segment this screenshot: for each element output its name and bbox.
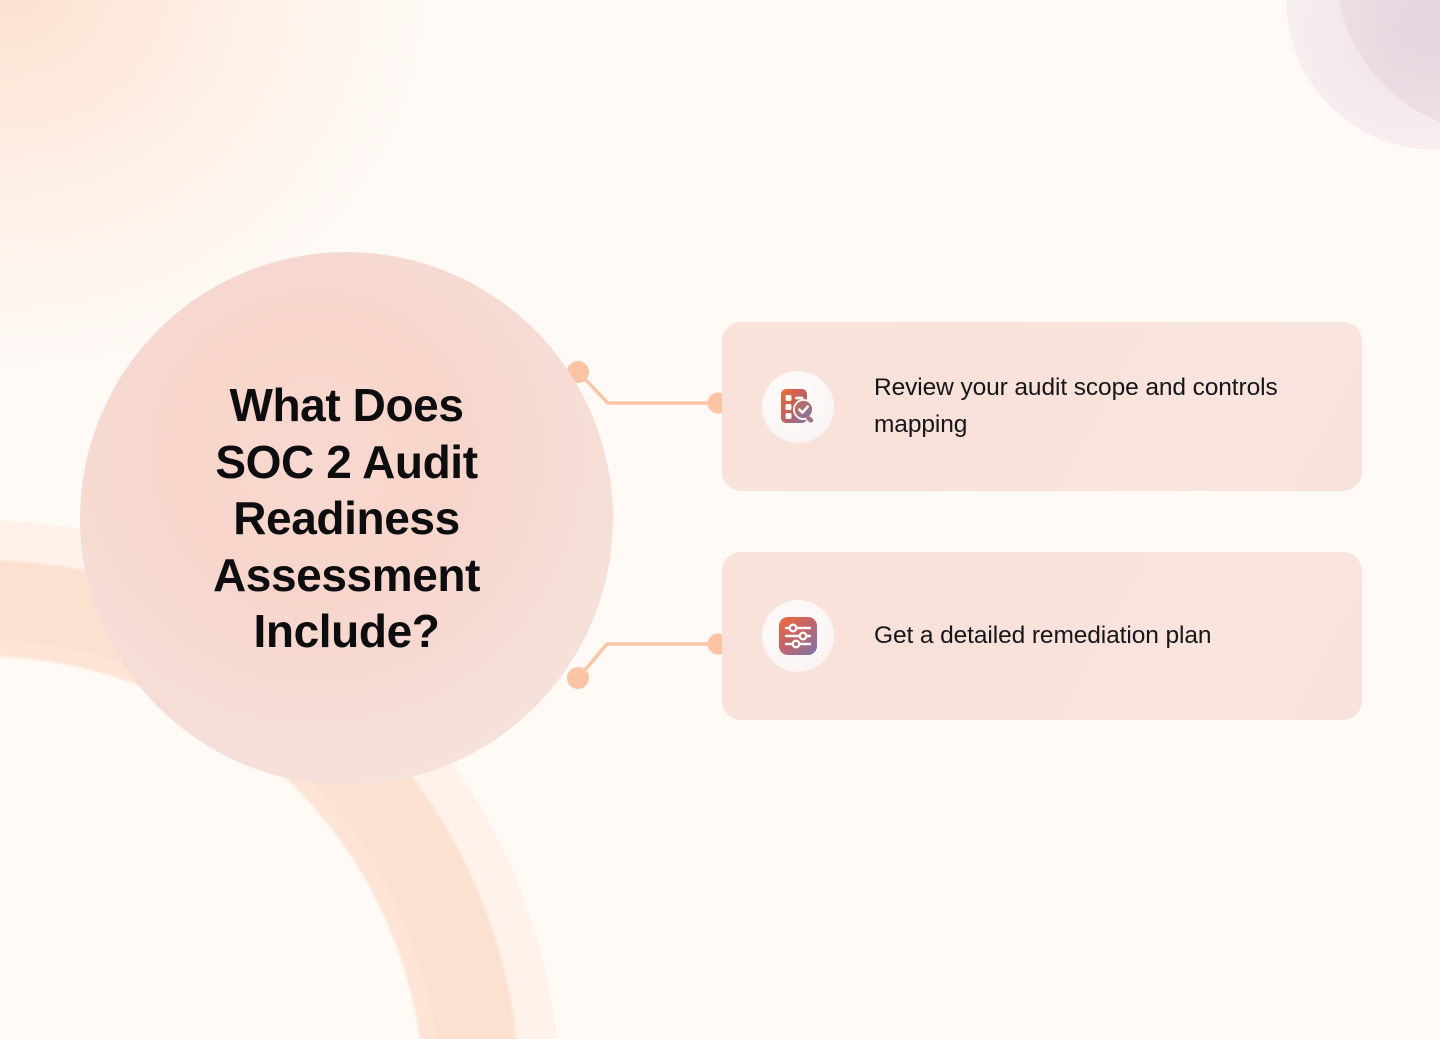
icon-badge-2	[762, 600, 834, 672]
sliders-settings-icon	[779, 617, 817, 655]
connector-path-2	[578, 642, 718, 678]
feature-card-2[interactable]: Get a detailed remediation plan	[722, 552, 1362, 720]
feature-card-1-label: Review your audit scope and controls map…	[874, 373, 1278, 438]
feature-card-1[interactable]: Review your audit scope and controls map…	[722, 322, 1362, 491]
audit-checklist-search-icon	[781, 388, 814, 423]
page-title: What Does SOC 2 Audit Readiness Assessme…	[212, 379, 481, 658]
hero-circle: What Does SOC 2 Audit Readiness Assessme…	[80, 252, 613, 785]
feature-card-2-label: Get a detailed remediation plan	[874, 621, 1212, 649]
connector-path-1	[578, 372, 718, 405]
icon-badge-1	[762, 370, 834, 443]
connector-dot-origin-2	[567, 667, 589, 689]
